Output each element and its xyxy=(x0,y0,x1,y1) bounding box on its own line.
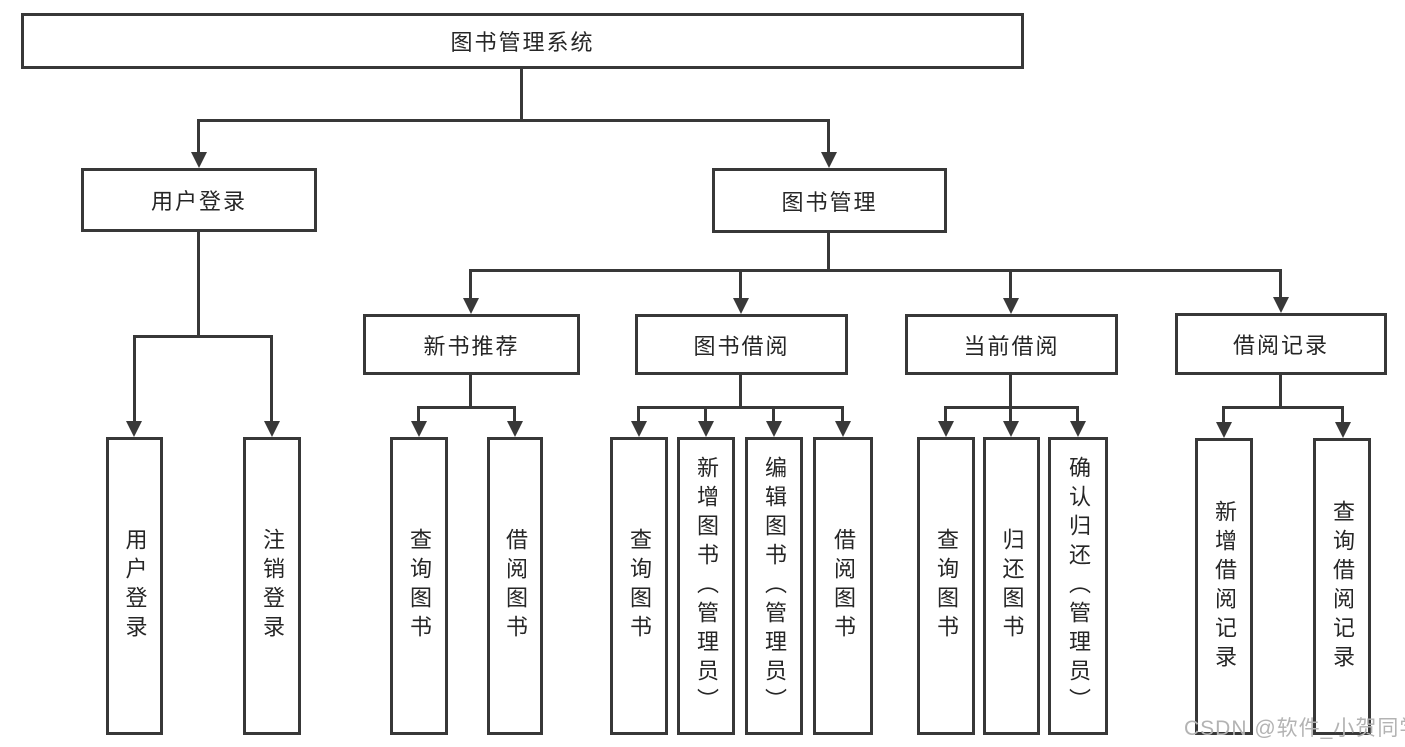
node-book-borrow: 图书借阅 xyxy=(635,314,848,375)
leaf-current-query-books: 查询图书 xyxy=(917,437,975,735)
node-new-book-recommend: 新书推荐 xyxy=(363,314,580,375)
arrow-down-icon xyxy=(463,298,479,314)
node-book-management: 图书管理 xyxy=(712,168,947,233)
leaf-user-login: 用户登录 xyxy=(106,437,163,735)
node-label: 当前借阅 xyxy=(963,333,1060,359)
leaf-borrow-add-books-admin: 新增图书（管理员） xyxy=(677,437,735,735)
connector-line xyxy=(637,406,844,409)
connector-line xyxy=(469,375,472,409)
arrow-down-icon xyxy=(1273,297,1289,313)
connector-line xyxy=(197,232,200,338)
connector-line xyxy=(772,406,775,423)
node-label: 图书管理系统 xyxy=(450,30,595,55)
connector-line xyxy=(739,269,742,300)
arrow-down-icon xyxy=(191,152,207,168)
connector-line xyxy=(133,335,273,338)
leaf-borrow-query-books: 查询图书 xyxy=(610,437,668,735)
arrow-down-icon xyxy=(126,421,142,437)
arrow-down-icon xyxy=(733,298,749,314)
connector-line xyxy=(469,269,1282,272)
connector-line xyxy=(133,335,136,423)
arrow-down-icon xyxy=(1003,421,1019,437)
leaf-newbook-borrow-books: 借阅图书 xyxy=(487,437,543,735)
connector-line xyxy=(270,335,273,423)
connector-line xyxy=(1009,406,1012,423)
connector-line xyxy=(827,233,830,272)
leaf-label: 查询图书 xyxy=(627,528,652,644)
leaf-label: 用户登录 xyxy=(122,528,148,644)
arrow-down-icon xyxy=(766,421,782,437)
connector-line xyxy=(1222,406,1344,409)
arrow-down-icon xyxy=(264,421,280,437)
arrow-down-icon xyxy=(1335,422,1351,438)
leaf-label: 归还图书 xyxy=(999,528,1025,644)
leaf-label: 编辑图书（管理员） xyxy=(762,455,787,717)
node-label: 借阅记录 xyxy=(1232,333,1329,358)
arrow-down-icon xyxy=(1070,421,1086,437)
arrow-down-icon xyxy=(507,421,523,437)
connector-line xyxy=(417,406,420,423)
connector-line xyxy=(469,269,472,300)
leaf-current-confirm-return-admin: 确认归还（管理员） xyxy=(1048,437,1108,735)
leaf-current-return-books: 归还图书 xyxy=(983,437,1040,735)
node-library-management-system: 图书管理系统 xyxy=(21,13,1024,69)
connector-line xyxy=(827,119,830,154)
leaf-borrow-borrow-books: 借阅图书 xyxy=(813,437,873,735)
leaf-logout: 注销登录 xyxy=(243,437,301,735)
connector-line xyxy=(1009,375,1012,409)
node-user-login: 用户登录 xyxy=(81,168,317,232)
connector-line xyxy=(944,406,947,423)
leaf-label: 新增图书（管理员） xyxy=(694,455,719,717)
arrow-down-icon xyxy=(1003,298,1019,314)
connector-line xyxy=(704,406,707,423)
csdn-watermark: CSDN @软件_小贺同学 xyxy=(1184,717,1405,740)
arrow-down-icon xyxy=(938,421,954,437)
leaf-label: 借阅图书 xyxy=(831,528,856,644)
leaf-label: 注销登录 xyxy=(260,528,285,644)
leaf-label: 确认归还（管理员） xyxy=(1066,455,1091,717)
leaf-borrow-edit-books-admin: 编辑图书（管理员） xyxy=(745,437,803,735)
node-label: 图书管理 xyxy=(781,189,878,215)
node-borrow-record: 借阅记录 xyxy=(1175,313,1387,375)
leaf-label: 查询图书 xyxy=(934,528,959,644)
connector-line xyxy=(841,406,844,423)
connector-line xyxy=(1341,406,1344,424)
leaf-record-add-borrow-record: 新增借阅记录 xyxy=(1195,438,1253,735)
connector-line xyxy=(520,69,523,122)
connector-line xyxy=(197,119,200,154)
connector-line xyxy=(1279,375,1282,409)
node-label: 图书借阅 xyxy=(693,333,790,359)
arrow-down-icon xyxy=(821,152,837,168)
leaf-label: 查询图书 xyxy=(407,528,432,644)
connector-line xyxy=(739,375,742,409)
connector-line xyxy=(197,119,830,122)
leaf-label: 新增借阅记录 xyxy=(1212,499,1237,674)
connector-line xyxy=(1222,406,1225,424)
connector-line xyxy=(1009,269,1012,300)
node-label: 新书推荐 xyxy=(423,333,520,359)
connector-line xyxy=(417,406,516,409)
leaf-record-query-borrow-record: 查询借阅记录 xyxy=(1313,438,1371,735)
connector-line xyxy=(513,406,516,423)
connector-line xyxy=(1279,269,1282,300)
leaf-label: 查询借阅记录 xyxy=(1330,499,1355,674)
leaf-label: 借阅图书 xyxy=(503,528,528,644)
arrow-down-icon xyxy=(698,421,714,437)
arrow-down-icon xyxy=(835,421,851,437)
connector-line xyxy=(1076,406,1079,423)
arrow-down-icon xyxy=(1216,422,1232,438)
node-current-borrow: 当前借阅 xyxy=(905,314,1118,375)
arrow-down-icon xyxy=(411,421,427,437)
node-label: 用户登录 xyxy=(150,189,247,214)
connector-line xyxy=(637,406,640,423)
arrow-down-icon xyxy=(631,421,647,437)
leaf-newbook-query-books: 查询图书 xyxy=(390,437,448,735)
